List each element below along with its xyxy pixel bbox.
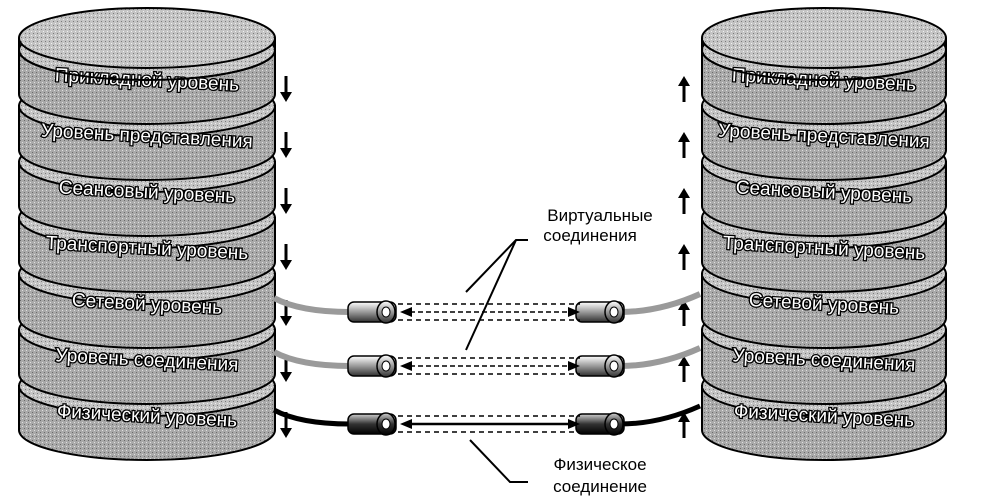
callout-line: [469, 439, 528, 483]
cable-left: [272, 407, 351, 427]
cable-connector-icon: [347, 354, 397, 378]
down-arrow-icon: [280, 188, 292, 214]
virtual-connections-label-line2: соединения: [543, 226, 637, 245]
virtual-connections-label-line1: Виртуальные: [547, 206, 653, 225]
double-arrow-icon: [400, 307, 580, 317]
up-arrow-icon: [678, 132, 690, 158]
cable-connector-icon: [575, 300, 625, 324]
cable-left: [272, 349, 351, 369]
cable-left: [272, 295, 351, 315]
cable-connector-icon: [575, 354, 625, 378]
cable-right: [619, 345, 702, 369]
cable-connector-icon: [347, 300, 397, 324]
cable-connector-icon: [575, 412, 625, 436]
up-arrow-icon: [678, 356, 690, 382]
up-arrow-icon: [678, 244, 690, 270]
down-arrow-icon: [280, 132, 292, 158]
callout-line: [465, 239, 517, 351]
double-arrow-icon: [400, 361, 580, 371]
double-arrow-icon: [400, 419, 580, 429]
up-arrow-icon: [678, 300, 690, 326]
up-arrow-icon: [678, 76, 690, 102]
connections: [272, 76, 702, 483]
physical-connection-label-line2: соединение: [553, 477, 647, 496]
left-stack-top: [18, 7, 276, 69]
physical-connection-label-line1: Физическое: [553, 455, 646, 474]
cable-right: [619, 291, 702, 315]
up-arrow-icon: [678, 412, 690, 438]
cable-right: [619, 403, 702, 427]
up-arrow-icon: [678, 188, 690, 214]
down-arrow-icon: [280, 244, 292, 270]
down-arrow-icon: [280, 76, 292, 102]
right-stack-top: [701, 7, 947, 69]
cable-connector-icon: [347, 412, 397, 436]
